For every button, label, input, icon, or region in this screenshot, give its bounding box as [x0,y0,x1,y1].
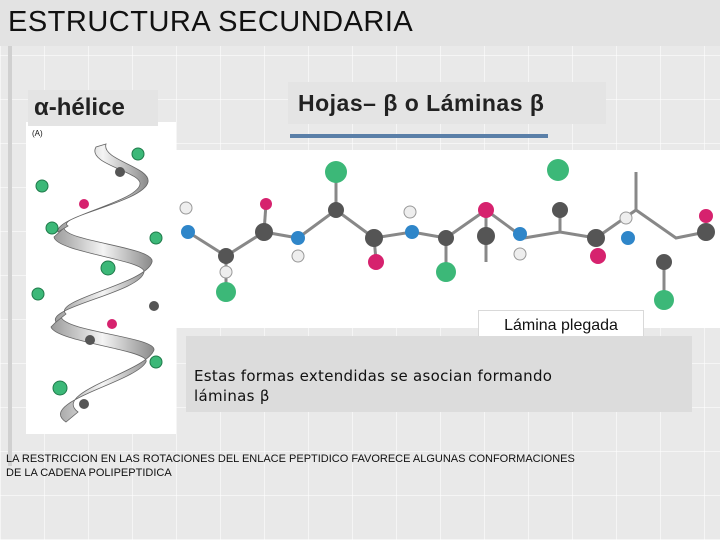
heading-underline [290,134,548,138]
slide-title: ESTRUCTURA SECUNDARIA [8,6,414,38]
description-box: Estas formas extendidas se asocian forma… [186,336,692,412]
alpha-helix-diagram: (A) [31,129,163,423]
beta-sheet-image [176,150,720,328]
helix-panel-tag: (A) [32,129,43,138]
description-text: Estas formas extendidas se asocian forma… [194,367,553,405]
helix-atoms [31,147,163,409]
beta-sheet-diagram [179,159,715,310]
alpha-helix-image: (A) [26,122,176,434]
footer-text: LA RESTRICCION EN LAS ROTACIONES DEL ENL… [6,453,575,479]
sheet-atoms [179,159,715,310]
left-rule [8,46,12,466]
title-bar [0,0,720,46]
helix-ribbon [50,143,155,423]
alpha-helix-label: α-hélice [28,90,158,126]
footer-note: LA RESTRICCION EN LAS ROTACIONES DEL ENL… [6,452,686,480]
beta-sheet-label: Hojas– β o Láminas β [288,82,606,124]
